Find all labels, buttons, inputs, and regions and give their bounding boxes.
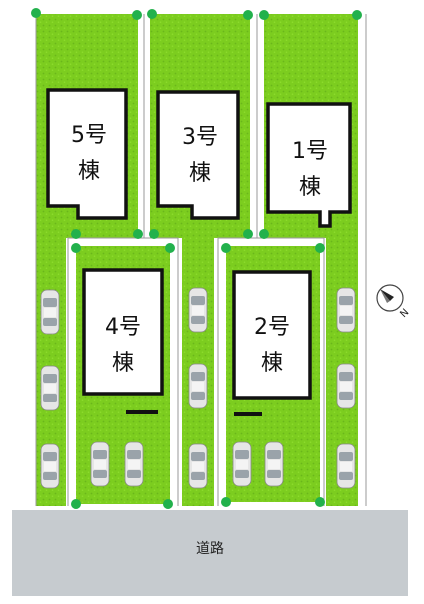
building-1-number: 1号 [292,139,328,164]
car-icon [264,441,284,487]
building-5-suffix: 棟 [78,159,100,184]
building-5-number: 5号 [71,123,107,148]
car-icon [188,363,208,409]
building-2: 2号 棟 [232,270,312,416]
north-arrow-icon: N [376,284,411,320]
building-2-number: 2号 [254,315,290,340]
car-icon [336,363,356,409]
building-4: 4号 棟 [82,268,164,414]
building-5: 5号 棟 [46,88,128,220]
lot-boundaries [35,14,367,506]
building-3-number: 3号 [182,125,218,150]
car-icon [124,441,144,487]
building-4-number: 4号 [105,315,141,340]
car-icon [90,441,110,487]
car-icon [40,289,60,335]
building-3-suffix: 棟 [189,161,211,186]
road: 道路 [12,510,408,596]
building-3: 3号 棟 [156,90,240,220]
building-1-suffix: 棟 [299,175,321,200]
car-icon [336,443,356,489]
road-label: 道路 [196,541,224,557]
building-2-suffix: 棟 [261,351,283,376]
boundary-markers [31,8,362,509]
car-icon [188,287,208,333]
car-icon [188,443,208,489]
car-icon [232,441,252,487]
car-icon [40,443,60,489]
building-4-suffix: 棟 [112,351,134,376]
north-label: N [398,307,411,320]
car-icon [40,365,60,411]
car-icon [336,287,356,333]
building-1: 1号 棟 [266,102,352,228]
